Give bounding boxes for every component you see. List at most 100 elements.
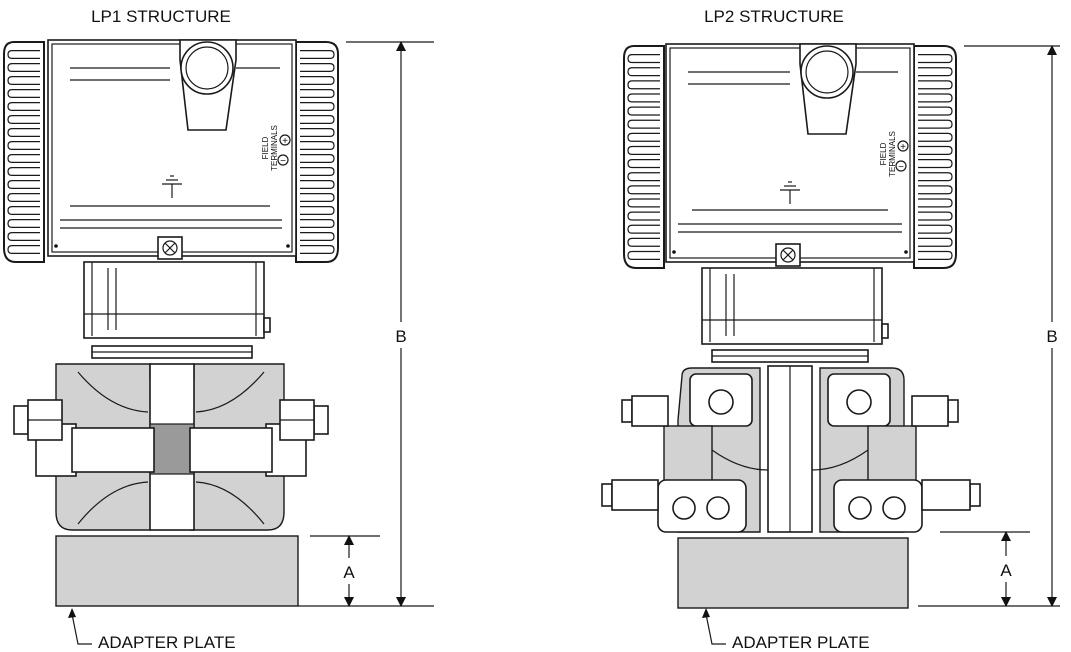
lp2-display-window <box>800 45 854 99</box>
cap-fin <box>918 119 953 129</box>
lp1-adapter-plate-callout: ADAPTER PLATE <box>68 608 236 652</box>
cap-fin <box>300 89 335 98</box>
cap-fin <box>7 232 40 241</box>
lp1-title: LP1 STRUCTURE <box>91 7 231 26</box>
cap-fin <box>627 159 660 169</box>
lp2-sensor-body <box>601 365 981 533</box>
cap-fin <box>627 211 660 221</box>
cap-fin <box>7 89 40 98</box>
lp1-ground-icon <box>162 175 182 198</box>
cap-fin <box>918 237 953 247</box>
lp2-ground-icon <box>780 181 800 204</box>
cap-fin <box>627 145 660 155</box>
lp2-lower-left-fitting <box>601 483 613 507</box>
lp1-terminals-label: TERMINALS <box>270 125 279 171</box>
cap-fin <box>7 102 40 111</box>
lp1-right-end-cap <box>295 41 339 263</box>
cap-fin <box>7 154 40 163</box>
lp2-minus-terminal-icon <box>895 160 907 172</box>
lp1-field-label: FIELD <box>261 136 270 159</box>
cap-fin <box>300 180 335 189</box>
cap-fin <box>300 219 335 228</box>
lp1-left-fitting <box>13 405 29 435</box>
cap-fin <box>918 211 953 221</box>
lp1-minus-symbol: − <box>280 156 286 167</box>
lp2-minus-symbol: − <box>898 162 904 173</box>
cap-fin <box>918 80 953 90</box>
cap-fin <box>918 93 953 103</box>
cap-fin <box>300 141 335 150</box>
lp2-title: LP2 STRUCTURE <box>704 7 844 26</box>
lp1-plus-terminal-icon <box>279 134 291 146</box>
lp1-sensor-body <box>13 363 329 531</box>
lp2-dimensions: B A <box>918 45 1060 607</box>
lp2-upper-left-fitting <box>621 399 633 423</box>
lp2-left-end-cap <box>623 45 665 269</box>
lp1-structure: LP1 STRUCTURE <box>3 7 434 652</box>
lp1-electronics-housing: FIELD TERMINALS + − <box>47 39 297 260</box>
lp2-adapter-plate-callout: ADAPTER PLATE <box>702 608 870 652</box>
lp2-electronics-housing: FIELD TERMINALS + − <box>665 43 915 267</box>
cap-fin <box>7 206 40 215</box>
cap-fin <box>300 245 335 254</box>
cap-fin <box>627 93 660 103</box>
cap-fin <box>300 193 335 202</box>
cap-fin <box>627 237 660 247</box>
lp2-upper-right-fitting <box>947 399 959 423</box>
cap-fin <box>7 180 40 189</box>
lp2-right-end-cap <box>913 45 957 269</box>
cap-fin <box>7 245 40 254</box>
lp2-plus-symbol: + <box>900 142 906 153</box>
cap-fin <box>918 159 953 169</box>
cap-fin <box>300 102 335 111</box>
cap-fin <box>7 141 40 150</box>
cap-fin <box>300 50 335 59</box>
lp1-dimension-b: B <box>395 327 406 346</box>
lp1-dimension-a: A <box>343 563 355 582</box>
cap-fin <box>300 63 335 72</box>
cap-fin <box>918 198 953 208</box>
cap-fin <box>627 172 660 182</box>
cap-fin <box>918 67 953 77</box>
cap-fin <box>300 115 335 124</box>
lp2-dimension-a: A <box>1000 561 1012 580</box>
lp2-dimension-b: B <box>1046 327 1057 346</box>
cap-fin <box>300 128 335 137</box>
cap-fin <box>918 145 953 155</box>
cap-fin <box>7 76 40 85</box>
cap-fin <box>300 76 335 85</box>
lp1-display-window <box>180 41 234 95</box>
cap-fin <box>7 115 40 124</box>
cap-fin <box>7 167 40 176</box>
cap-fin <box>7 50 40 59</box>
cap-fin <box>627 67 660 77</box>
cap-fin <box>7 193 40 202</box>
cap-fin <box>918 224 953 234</box>
lp1-adapter-plate-label: ADAPTER PLATE <box>98 633 236 652</box>
cap-fin <box>918 132 953 142</box>
lp2-adapter-plate <box>677 537 909 609</box>
cap-fin <box>627 198 660 208</box>
lp1-left-end-cap <box>3 41 45 263</box>
lp2-structure: LP2 STRUCTURE <box>601 7 1060 652</box>
cap-fin <box>627 250 660 260</box>
lp1-minus-terminal-icon <box>277 154 289 166</box>
lp2-housing-neck <box>701 267 889 363</box>
lp1-plus-symbol: + <box>282 136 288 147</box>
cap-fin <box>300 232 335 241</box>
cap-fin <box>7 128 40 137</box>
cap-fin <box>918 54 953 64</box>
cap-fin <box>918 185 953 195</box>
lp2-terminals-label: TERMINALS <box>888 131 897 177</box>
lp1-right-fitting <box>313 405 329 435</box>
cap-fin <box>300 154 335 163</box>
cap-fin <box>300 167 335 176</box>
lp1-dimensions: B A <box>298 41 434 607</box>
cap-fin <box>7 63 40 72</box>
cap-fin <box>627 132 660 142</box>
cap-fin <box>300 206 335 215</box>
lp1-housing-neck <box>83 261 271 359</box>
cap-fin <box>627 80 660 90</box>
